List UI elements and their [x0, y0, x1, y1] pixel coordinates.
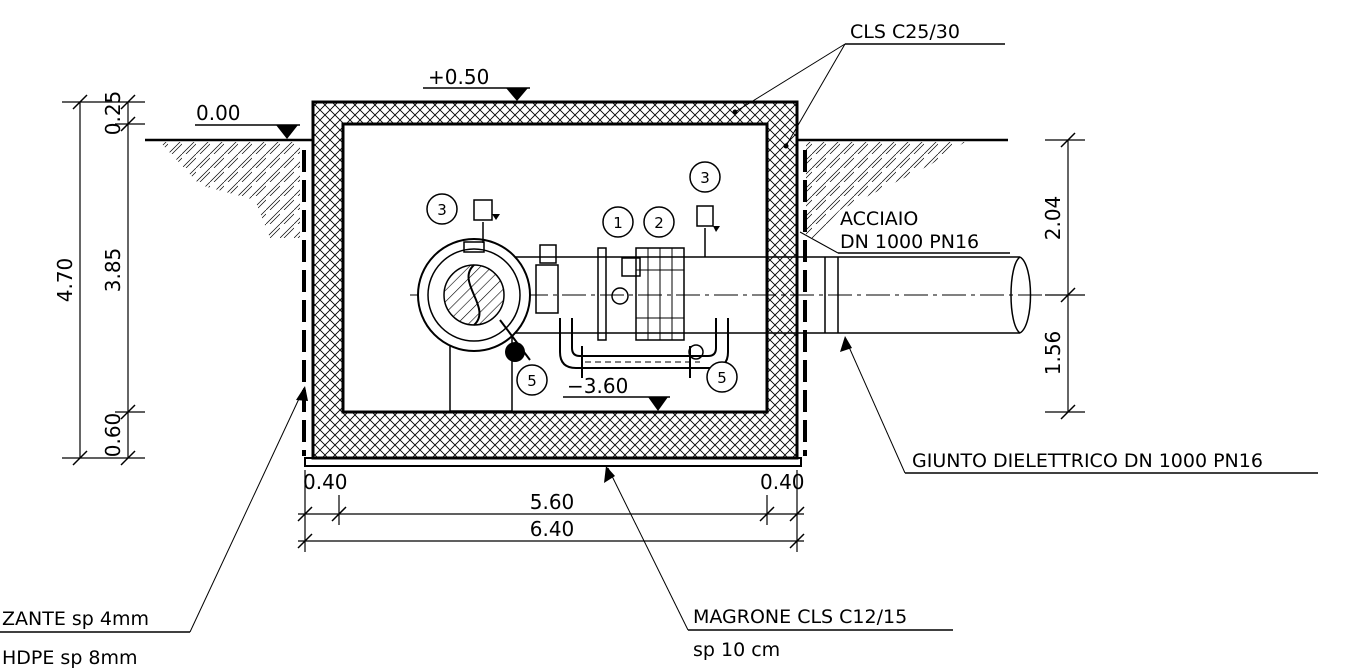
marker-1: 1 — [602, 206, 634, 238]
svg-text:1.56: 1.56 — [1041, 331, 1065, 376]
butterfly-valve — [417, 238, 559, 412]
svg-text:0.25: 0.25 — [101, 91, 125, 136]
level-mark-ground: 0.00 — [195, 101, 300, 139]
air-valve-left — [473, 199, 500, 243]
marker-5-right: 5 — [706, 361, 738, 393]
svg-text:ZANTE sp 4mm: ZANTE sp 4mm — [2, 608, 149, 630]
svg-text:6.40: 6.40 — [530, 517, 575, 541]
pipe-label: ACCIAIO DN 1000 PN16 — [799, 208, 1010, 254]
soil-hatch-right — [806, 142, 965, 238]
soil-hatch-left — [160, 142, 300, 238]
flange-assembly — [597, 247, 685, 341]
svg-text:−3.60: −3.60 — [567, 374, 628, 398]
svg-text:1: 1 — [613, 214, 623, 232]
svg-text:CLS C25/30: CLS C25/30 — [850, 21, 960, 43]
svg-text:3: 3 — [437, 201, 447, 219]
level-mark-top: +0.50 — [423, 65, 530, 101]
svg-text:2.04: 2.04 — [1041, 196, 1065, 241]
svg-text:MAGRONE CLS C12/15: MAGRONE CLS C12/15 — [693, 606, 907, 628]
bypass-pipe — [559, 318, 729, 378]
svg-text:2: 2 — [654, 214, 664, 232]
concrete-chamber — [311, 100, 799, 460]
dims-left: 4.70 0.25 3.85 0.60 — [53, 91, 145, 466]
air-valve-right — [696, 205, 720, 257]
svg-text:ACCIAIO: ACCIAIO — [840, 208, 918, 230]
marker-3-right: 3 — [689, 161, 721, 193]
svg-text:+0.50: +0.50 — [428, 65, 489, 89]
level-mark-bottom: −3.60 — [563, 374, 670, 411]
callout-membrane: ZANTE sp 4mm HDPE sp 8mm — [0, 386, 308, 668]
svg-text:5: 5 — [717, 369, 727, 387]
callout-concrete: CLS C25/30 — [732, 21, 1005, 149]
marker-5-left: 5 — [516, 364, 548, 396]
dims-right: 2.04 1.56 — [1041, 132, 1085, 420]
svg-text:sp 10 cm: sp 10 cm — [693, 639, 780, 661]
svg-text:3: 3 — [700, 169, 710, 187]
svg-text:0.40: 0.40 — [760, 470, 805, 494]
svg-text:4.70: 4.70 — [53, 258, 77, 303]
svg-text:0.40: 0.40 — [303, 470, 348, 494]
svg-text:DN 1000 PN16: DN 1000 PN16 — [840, 231, 979, 253]
marker-3-left: 3 — [426, 193, 458, 225]
lean-concrete-base — [304, 457, 802, 467]
svg-text:HDPE sp 8mm: HDPE sp 8mm — [2, 647, 138, 668]
svg-text:5: 5 — [527, 372, 537, 390]
svg-text:5.60: 5.60 — [530, 490, 575, 514]
waterproof-membrane — [302, 150, 807, 456]
callout-dielectric-joint: GIUNTO DIELETTRICO DN 1000 PN16 — [840, 336, 1318, 474]
svg-text:0.60: 0.60 — [101, 413, 125, 458]
svg-text:0.00: 0.00 — [196, 101, 241, 125]
dims-bottom: 0.40 0.40 5.60 6.40 — [297, 470, 805, 552]
callout-lean-concrete: MAGRONE CLS C12/15 sp 10 cm — [604, 466, 953, 661]
marker-2: 2 — [643, 206, 675, 238]
svg-text:GIUNTO DIELETTRICO DN 1000 PN1: GIUNTO DIELETTRICO DN 1000 PN16 — [912, 450, 1263, 472]
svg-text:3.85: 3.85 — [101, 248, 125, 293]
